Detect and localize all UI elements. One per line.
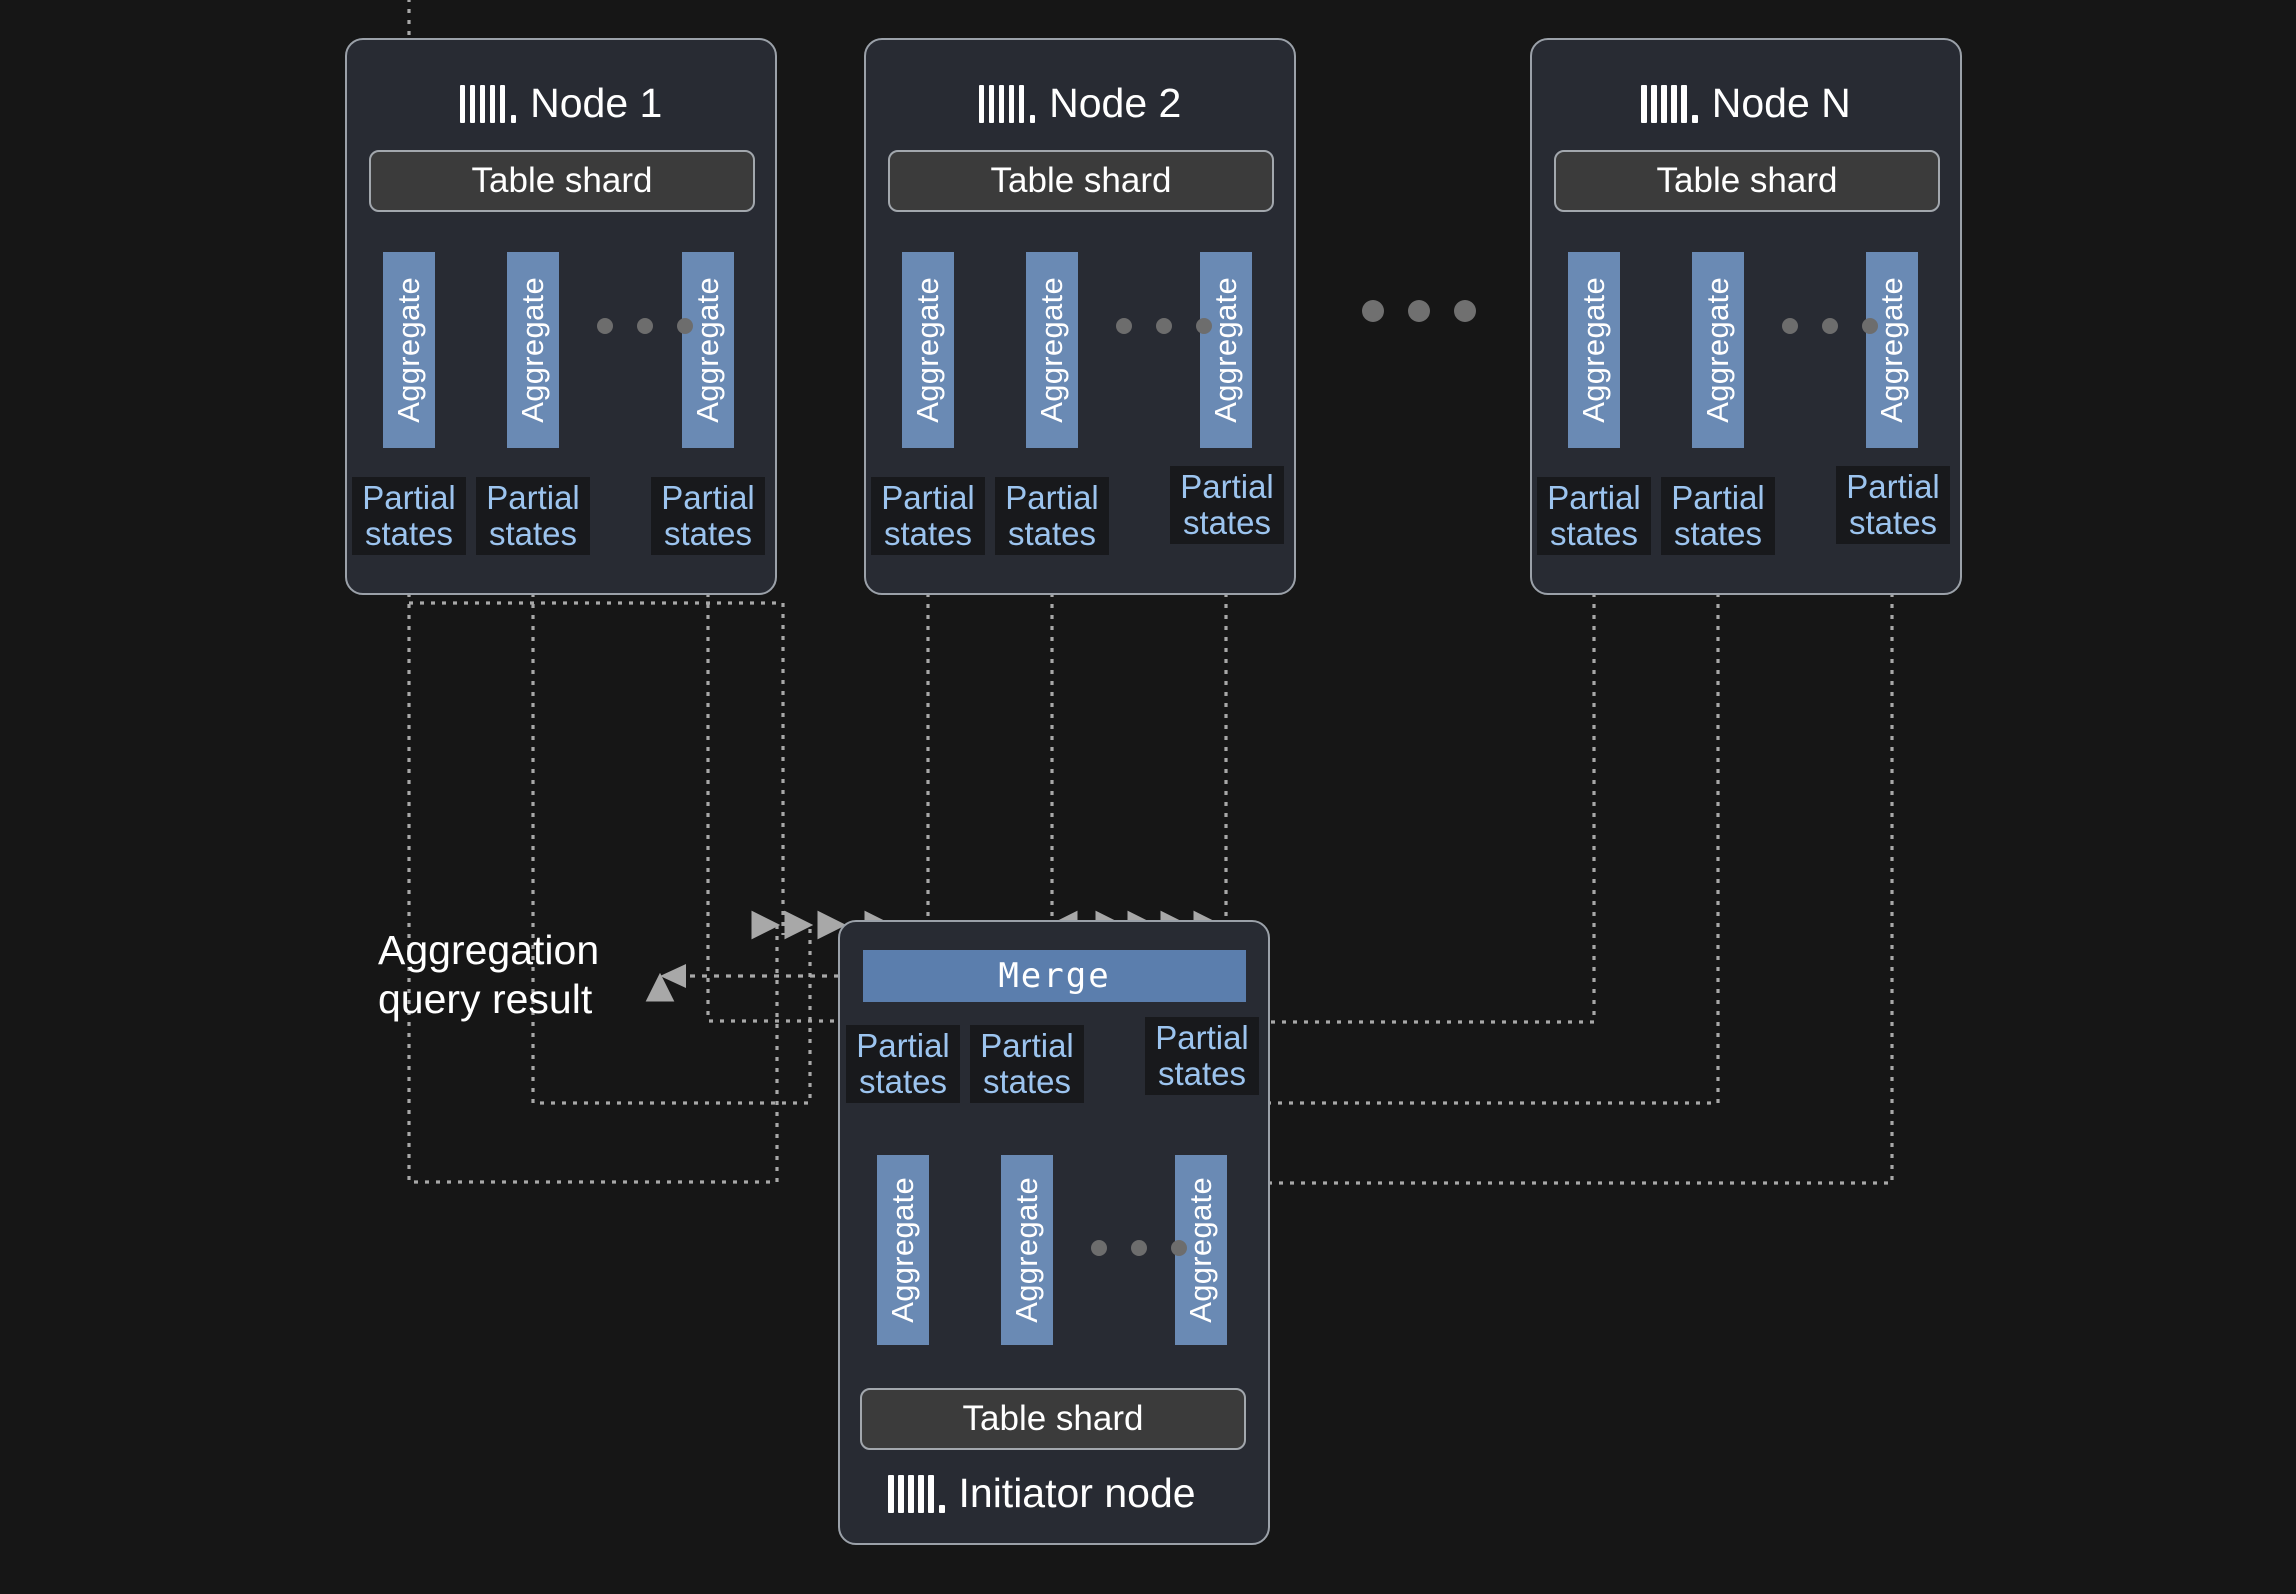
partial-states-init-2[interactable]: Partial states [970,1025,1084,1103]
table-shard-label: Table shard [990,161,1172,200]
initiator-node-title-text: Initiator node [958,1470,1196,1516]
node-title-text: Node 2 [1049,80,1182,126]
aggregate-label: Aggregate [910,277,945,423]
partial-states-n2-1[interactable]: Partial states [871,477,985,555]
table-shard-label: Table shard [471,161,653,200]
partial-states-label: Partial states [980,1026,1074,1100]
aggregate-label: Aggregate [1874,277,1909,423]
partial-states-label: Partial states [1005,478,1099,552]
aggregate-label: Aggregate [1009,1177,1044,1323]
aggregation-query-result-label: Aggregation query result [378,927,600,1023]
aggregate-label: Aggregate [1576,277,1611,423]
partial-states-label: Partial states [856,1026,950,1100]
clickhouse-logo-icon [1641,84,1698,123]
node-title-2: Node 2 [866,80,1294,127]
aggregate-box-n1-1[interactable]: Aggregate [383,252,435,448]
initiator-node-title: Initiator node [840,1470,1268,1517]
partial-states-nn-1[interactable]: Partial states [1537,477,1651,555]
aggregate-label: Aggregate [885,1177,920,1323]
node-title-text: Node N [1711,80,1851,126]
partial-states-n1-3[interactable]: Partial states [651,477,765,555]
partial-states-n1-2[interactable]: Partial states [476,477,590,555]
partial-states-init-1[interactable]: Partial states [846,1025,960,1103]
aggregate-label: Aggregate [1183,1177,1218,1323]
table-shard-2[interactable]: Table shard [888,150,1274,212]
aggregate-label: Aggregate [1034,277,1069,423]
partial-states-n2-3[interactable]: Partial states [1170,466,1284,544]
partial-states-label: Partial states [881,478,975,552]
partial-states-label: Partial states [486,478,580,552]
partial-states-nn-2[interactable]: Partial states [1661,477,1775,555]
aggregate-box-init-1[interactable]: Aggregate [877,1155,929,1345]
partial-states-label: Partial states [661,478,755,552]
partial-states-label: Partial states [1155,1018,1249,1092]
aggregate-box-n1-3[interactable]: Aggregate [682,252,734,448]
aggregate-label: Aggregate [1208,277,1243,423]
initiator-table-shard[interactable]: Table shard [860,1388,1246,1450]
partial-states-label: Partial states [1180,467,1274,541]
partial-states-label: Partial states [1846,467,1940,541]
merge-label: Merge [998,956,1111,996]
aggregate-box-n2-3[interactable]: Aggregate [1200,252,1252,448]
aggregate-box-n2-1[interactable]: Aggregate [902,252,954,448]
partial-states-init-3[interactable]: Partial states [1145,1017,1259,1095]
aggregate-box-n2-2[interactable]: Aggregate [1026,252,1078,448]
aggregate-box-nn-1[interactable]: Aggregate [1568,252,1620,448]
partial-states-n1-1[interactable]: Partial states [352,477,466,555]
clickhouse-logo-icon [978,84,1036,123]
aggregate-box-nn-3[interactable]: Aggregate [1866,252,1918,448]
aggregate-label: Aggregate [690,277,725,423]
table-shard-1[interactable]: Table shard [369,150,755,212]
aggregate-label: Aggregate [515,277,550,423]
partial-states-label: Partial states [362,478,456,552]
clickhouse-logo-icon [888,1474,945,1513]
partial-states-nn-3[interactable]: Partial states [1836,466,1950,544]
table-shard-n[interactable]: Table shard [1554,150,1940,212]
table-shard-label: Table shard [962,1399,1144,1438]
partial-states-label: Partial states [1547,478,1641,552]
clickhouse-logo-icon [459,84,517,123]
node-ellipsis [1362,300,1476,322]
aggregate-ellipsis-nn [1782,318,1878,334]
partial-states-label: Partial states [1671,478,1765,552]
merge-box[interactable]: Merge [863,950,1246,1002]
aggregate-label: Aggregate [1700,277,1735,423]
node-title-text: Node 1 [530,80,663,126]
aggregate-ellipsis-init [1091,1240,1187,1256]
aggregate-box-init-2[interactable]: Aggregate [1001,1155,1053,1345]
node-title-n: Node N [1532,80,1960,127]
aggregate-label: Aggregate [391,277,426,423]
aggregate-box-n1-2[interactable]: Aggregate [507,252,559,448]
node-title-1: Node 1 [347,80,775,127]
table-shard-label: Table shard [1656,161,1838,200]
aggregate-box-nn-2[interactable]: Aggregate [1692,252,1744,448]
aggregate-ellipsis-n1 [597,318,693,334]
aggregate-ellipsis-n2 [1116,318,1212,334]
partial-states-n2-2[interactable]: Partial states [995,477,1109,555]
